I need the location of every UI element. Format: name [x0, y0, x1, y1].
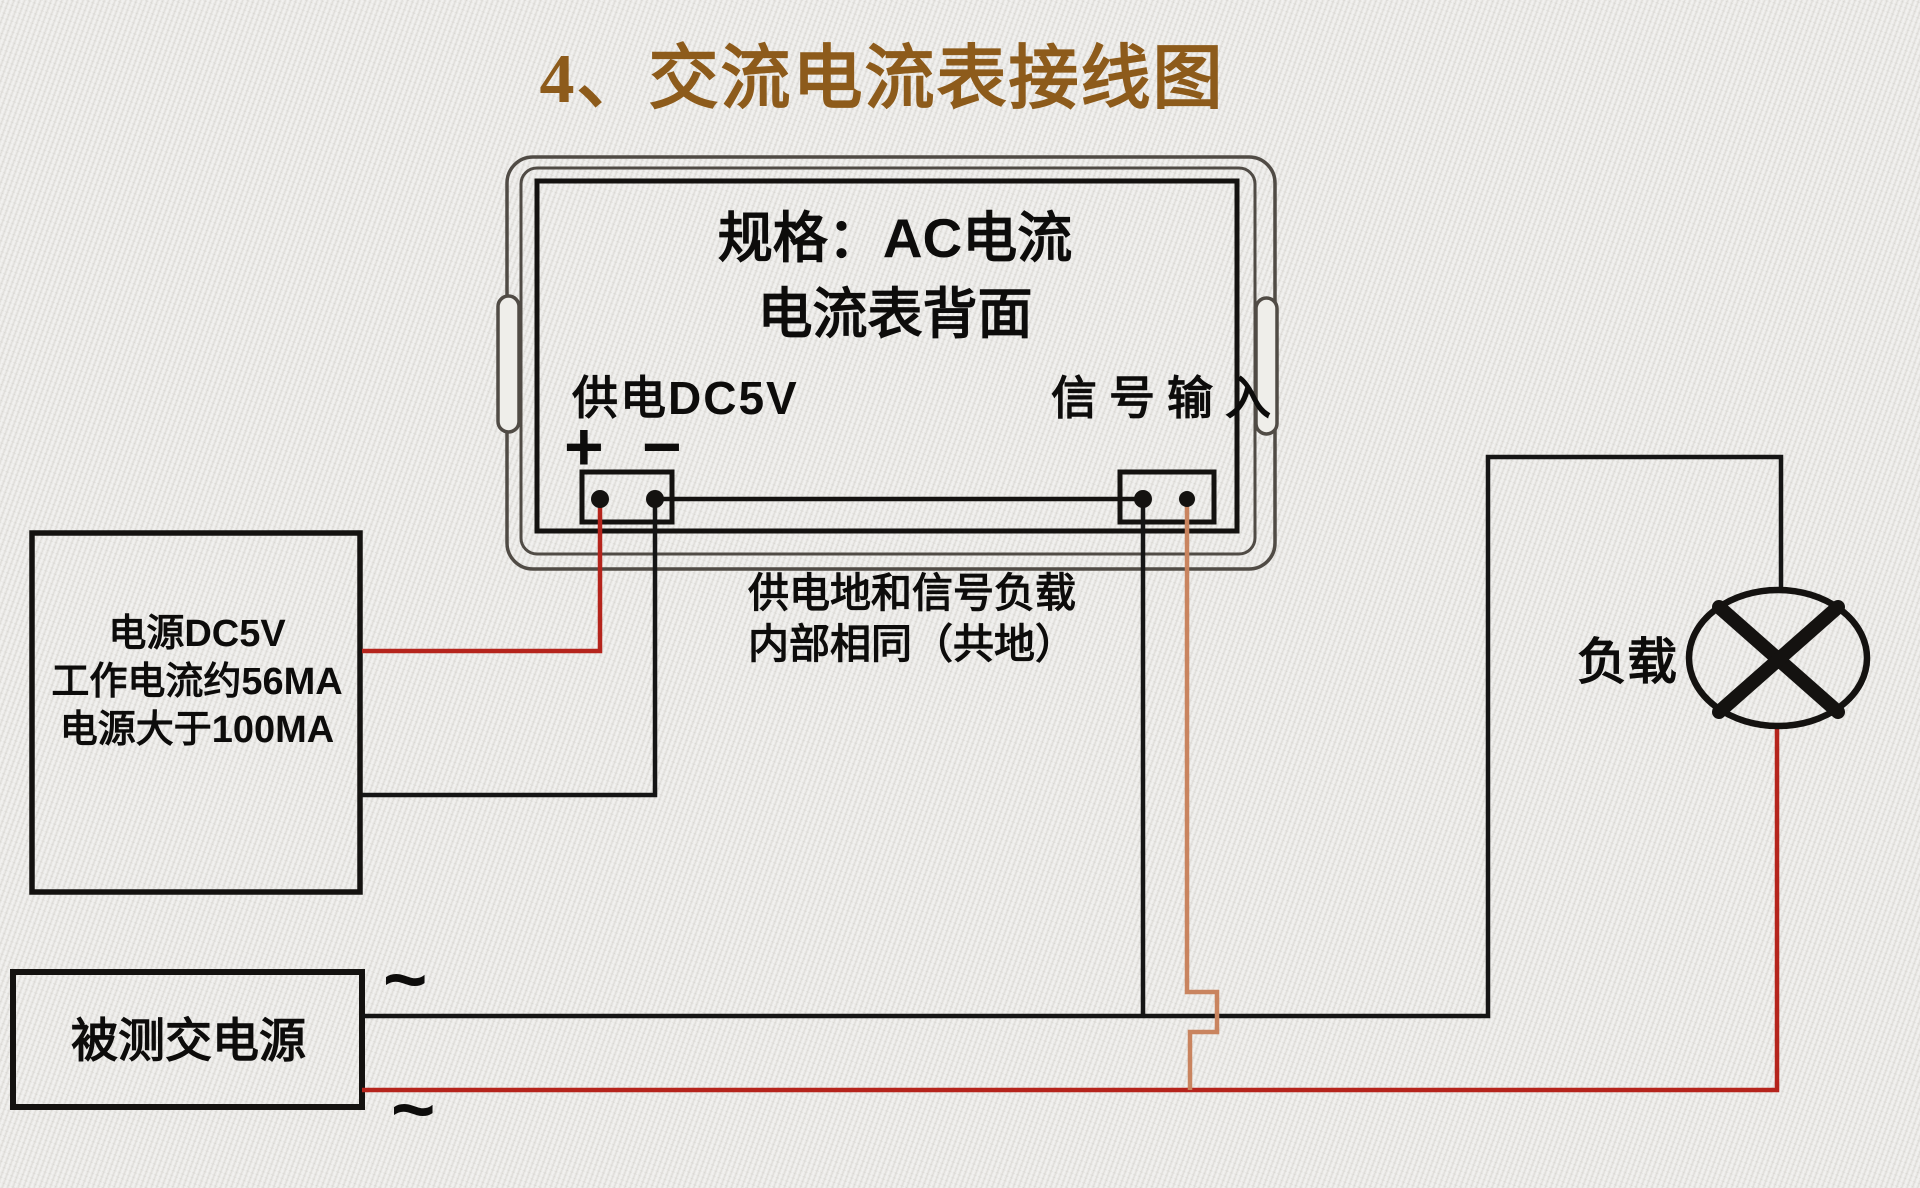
terminal-dot-signal-right: [1179, 491, 1195, 507]
common-ground-note: 供电地和信号负载 内部相同（共地）: [748, 568, 1076, 670]
power-supply-box: [29, 530, 363, 895]
wire-signal-input-right-with-hop: [1184, 505, 1220, 1090]
wire-ac-return-to-load-bottom: [362, 725, 1780, 1093]
signal-terminal-label: 信号输入: [1051, 372, 1283, 424]
wire-power-positive: [362, 505, 603, 654]
power-supply-line1: 电源DC5V: [108, 613, 286, 655]
plus-symbol: +: [564, 409, 604, 485]
common-ground-note-line2: 内部相同（共地）: [748, 621, 1076, 667]
page-title: 4、交流电流表接线图: [539, 41, 1225, 118]
meter-spec-subtitle: 电流表背面: [757, 283, 1033, 345]
meter-spec-title: 规格：AC电流: [717, 207, 1073, 269]
load-label: 负载: [1577, 634, 1677, 690]
load-circle-icon: [1685, 586, 1871, 730]
power-supply-line2: 工作电流约56MA: [51, 661, 343, 703]
terminal-dot-power-minus: [646, 490, 664, 508]
meter-clip-right-icon: [1254, 296, 1279, 436]
wire-ac-line-to-load-top: [362, 454, 1784, 1019]
terminal-dot-power-plus: [591, 490, 609, 508]
power-supply-box-text: 电源DC5V 工作电流约56MA 电源大于100MA: [34, 610, 360, 754]
power-supply-line3: 电源大于100MA: [59, 709, 335, 751]
terminal-dot-signal-left: [1134, 490, 1152, 508]
ac-tilde-top: ~: [383, 937, 428, 1022]
meter-clip-left-icon: [496, 294, 521, 434]
power-terminal-label: 供电DC5V: [572, 372, 799, 424]
ac-source-label: 被测交电源: [71, 1014, 306, 1067]
minus-symbol: −: [642, 409, 682, 485]
meter-spec-block: 规格：AC电流 电流表背面: [630, 200, 1160, 352]
wire-power-negative: [362, 505, 658, 798]
ac-tilde-bottom: ~: [391, 1067, 436, 1152]
load-x-stroke-2: [1712, 600, 1845, 719]
common-ground-note-line1: 供电地和信号负载: [748, 570, 1076, 616]
ac-source-box: [10, 969, 365, 1110]
meter-face: [534, 178, 1240, 534]
